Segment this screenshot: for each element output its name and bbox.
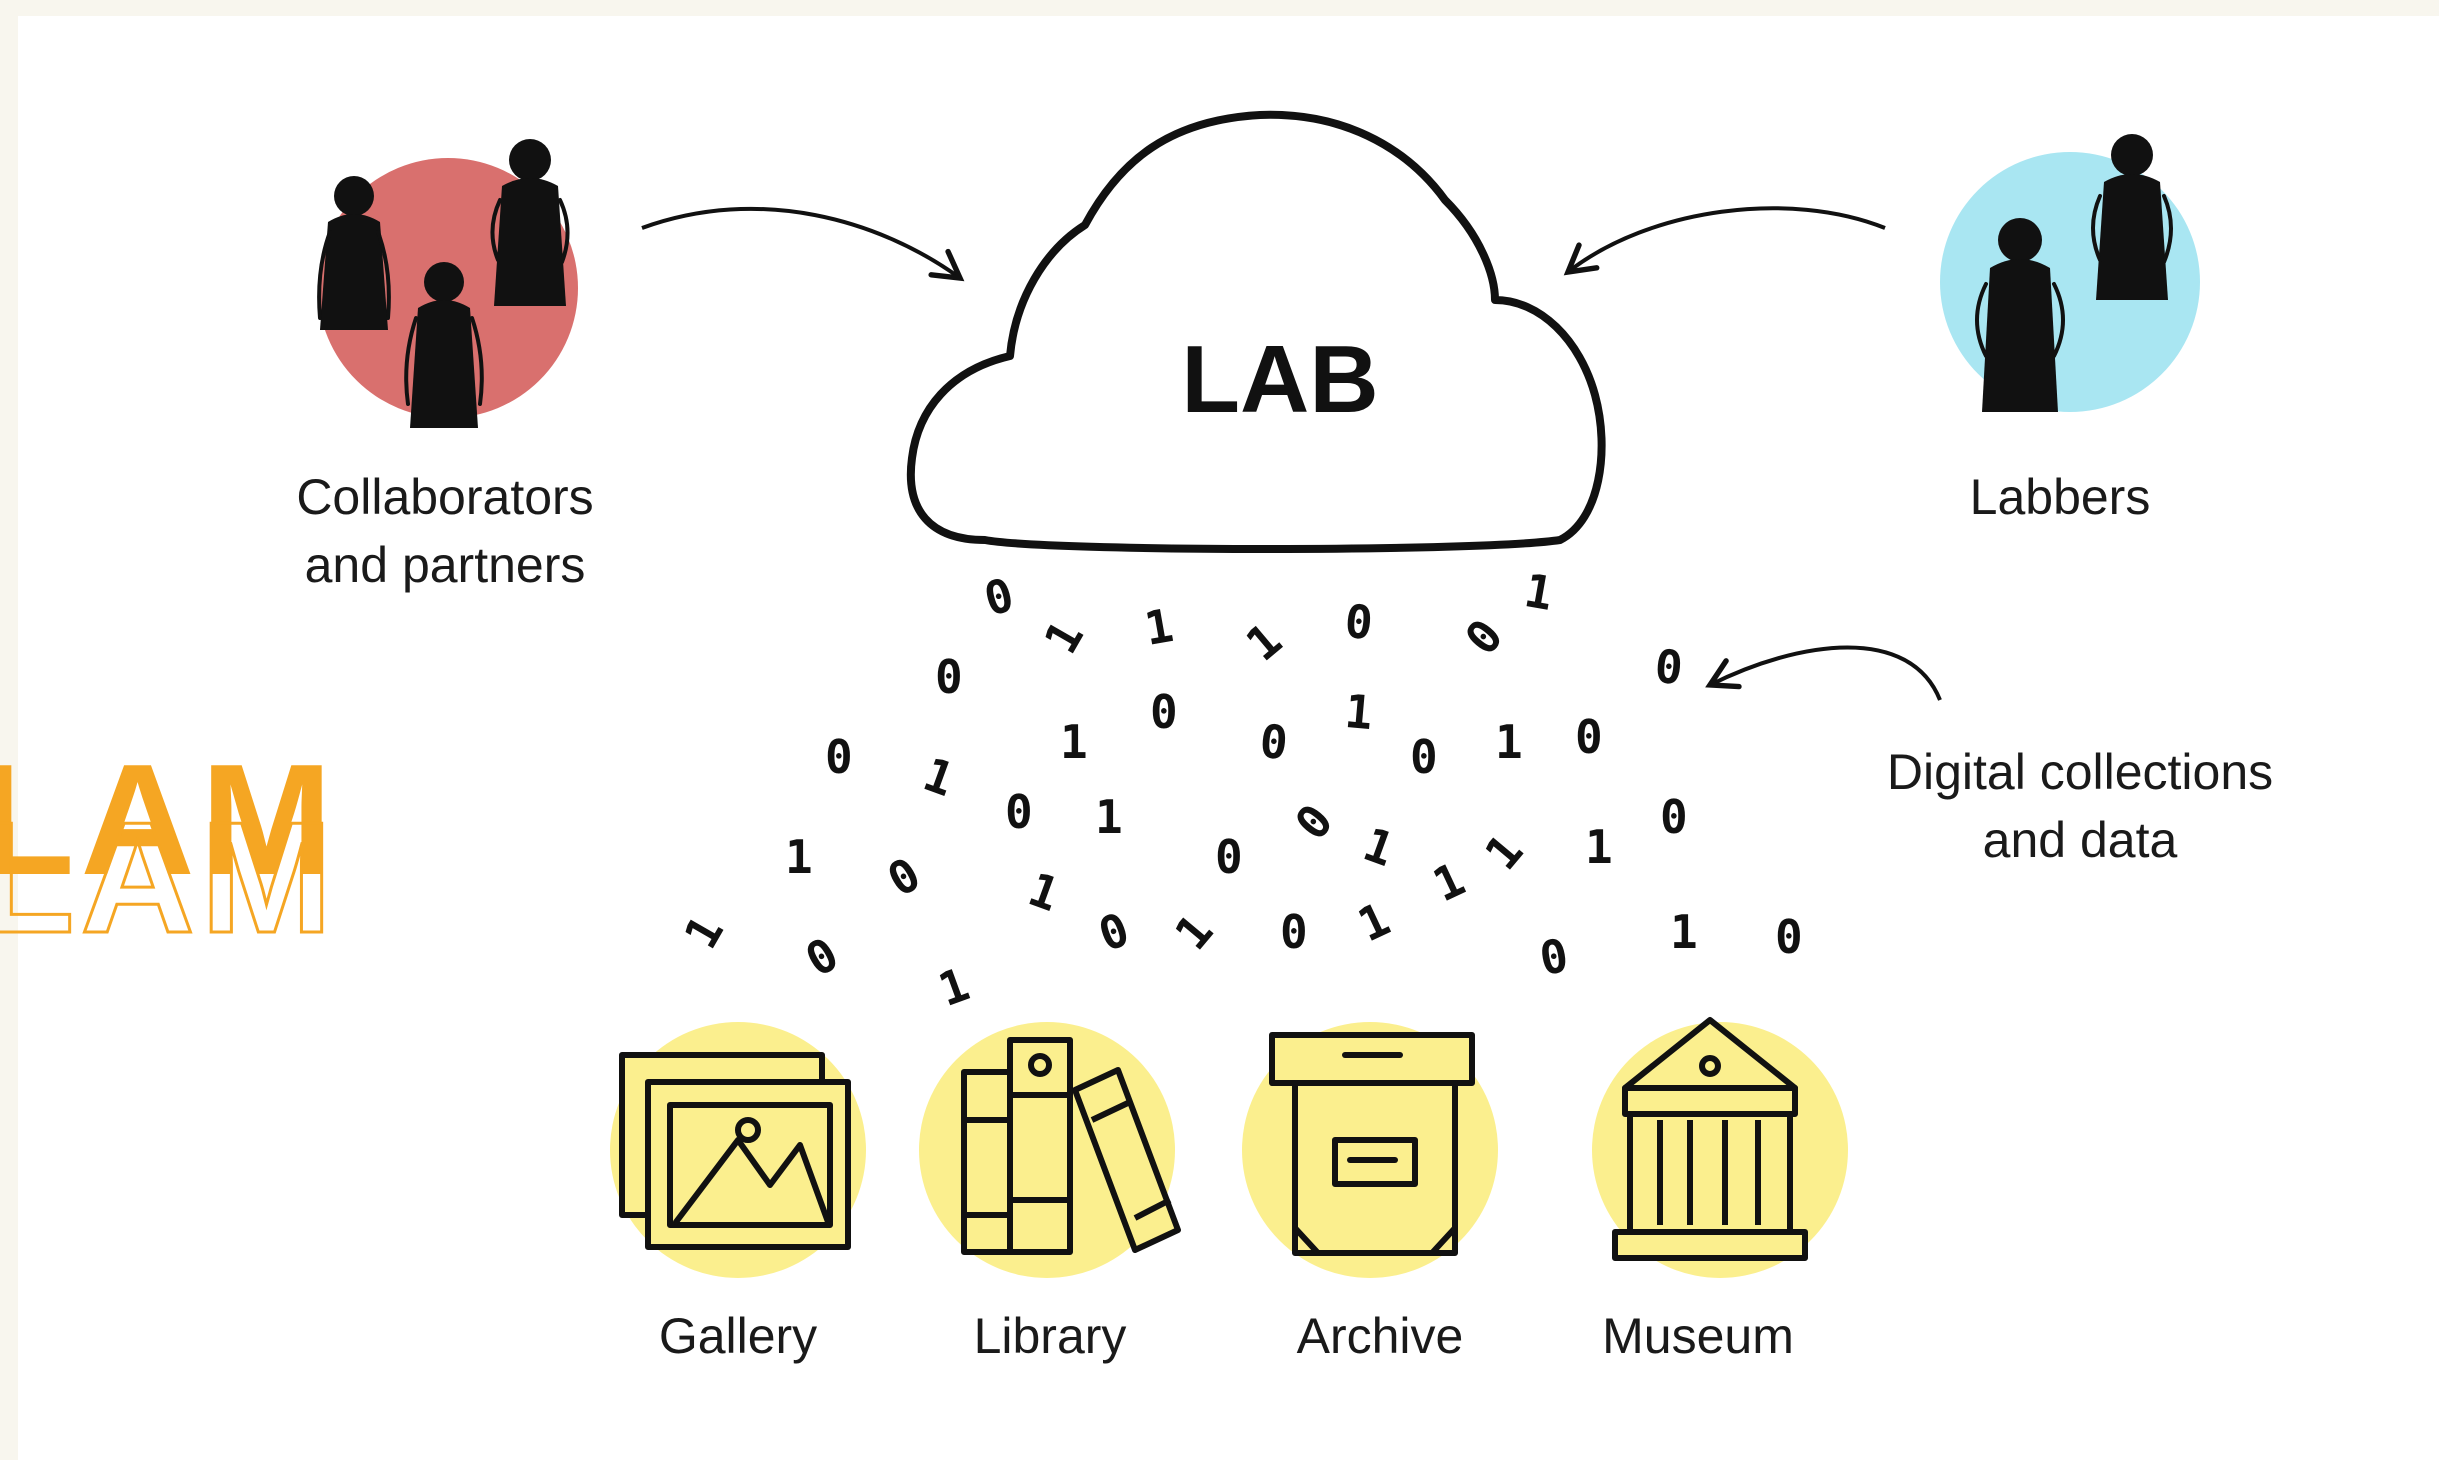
binary-digit: 0 bbox=[1215, 830, 1243, 884]
digital-collections-label: Digital collections and data bbox=[1886, 744, 2274, 868]
binary-digit: 0 bbox=[935, 650, 963, 704]
binary-digit: 1 bbox=[785, 830, 813, 884]
labbers-label: Labbers bbox=[1969, 469, 2151, 525]
lam-logo-outline: LAM bbox=[0, 790, 339, 966]
lam-logo: LAM LAM bbox=[0, 732, 478, 966]
collaborators-label: Collaborators and partners bbox=[296, 469, 594, 593]
binary-digit: 1 bbox=[1670, 905, 1698, 959]
binary-digit: 0 bbox=[1775, 910, 1803, 964]
binary-digit: 0 bbox=[1410, 730, 1438, 784]
binary-digit: 1 bbox=[1495, 715, 1523, 769]
binary-digit: 1 bbox=[1585, 820, 1613, 874]
binary-digit: 0 bbox=[825, 730, 853, 784]
labbers-people-icon bbox=[1940, 134, 2200, 412]
lam-logo-text: LAM bbox=[0, 732, 339, 908]
museum-icon bbox=[1612, 1017, 1808, 1261]
arrow-to-cloud-left-icon bbox=[641, 206, 965, 282]
arrow-to-data-icon bbox=[1705, 645, 1942, 701]
library-icon bbox=[961, 1037, 1181, 1255]
binary-digit: 0 bbox=[1652, 638, 1686, 696]
binary-digit: 0 bbox=[1280, 905, 1308, 959]
binary-digit: 0 bbox=[1342, 593, 1376, 651]
gallery-icon bbox=[619, 1052, 851, 1250]
binary-digit: 1 bbox=[1060, 715, 1088, 769]
archive-label: Archive bbox=[1296, 1308, 1464, 1364]
binary-digit: 0 bbox=[1005, 785, 1033, 839]
library-label: Library bbox=[973, 1308, 1127, 1364]
gallery-label: Gallery bbox=[658, 1308, 818, 1364]
binary-digit: 1 bbox=[1095, 790, 1123, 844]
binary-digit: 0 bbox=[1660, 790, 1688, 844]
binary-digit: 0 bbox=[1150, 685, 1178, 739]
binary-digit: 0 bbox=[1575, 710, 1603, 764]
cloud-title: LAB bbox=[1181, 326, 1379, 433]
arrow-to-cloud-right-icon bbox=[1563, 206, 1886, 276]
collaborators-people-icon bbox=[317, 139, 578, 428]
binary-digit: 1 bbox=[1342, 683, 1376, 741]
archive-icon bbox=[1269, 1032, 1475, 1256]
binary-digit: 0 bbox=[1257, 713, 1291, 771]
museum-label: Museum bbox=[1602, 1308, 1794, 1364]
cloud-icon bbox=[906, 110, 1606, 553]
